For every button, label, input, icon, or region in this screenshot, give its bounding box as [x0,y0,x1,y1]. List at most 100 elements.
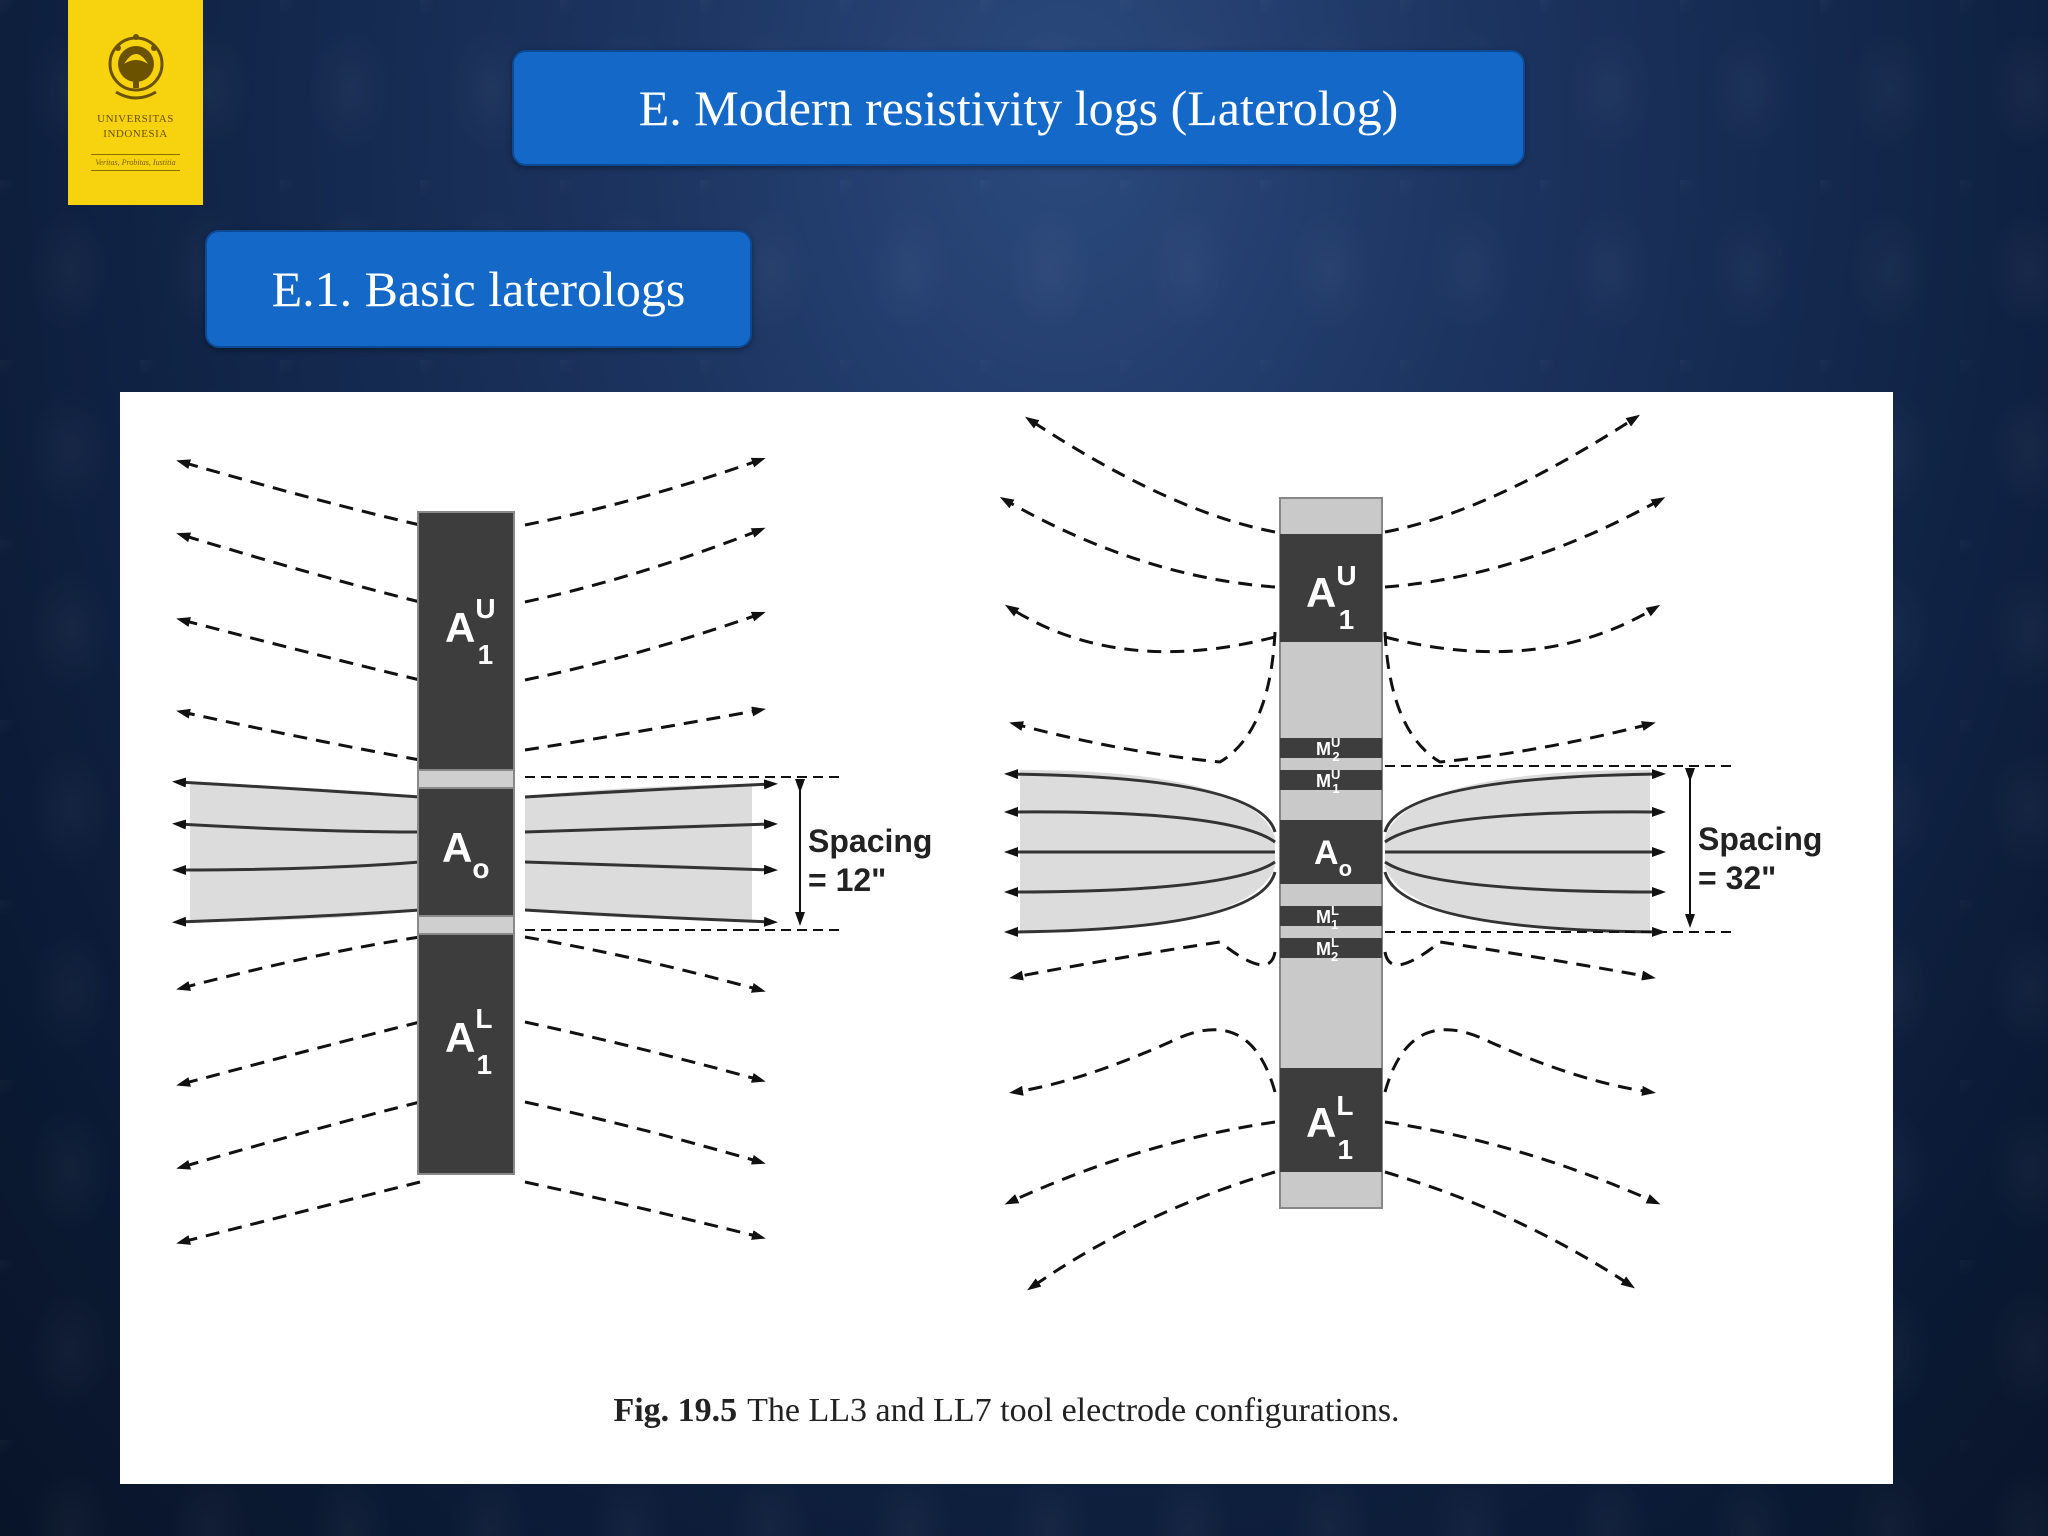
ll7-m2u-sub: 2 [1332,749,1339,764]
ll7-field-line [999,497,1276,589]
ll3-field-line [176,1180,421,1245]
ll7-center-sub: o [1339,856,1352,881]
caption-text: The LL3 and LL7 tool electrode configura… [747,1392,1400,1429]
ll3-field-line [176,708,421,762]
ll7-field-line [1384,414,1641,534]
ll7-upper-label: A [1306,569,1336,616]
ll3-current-line [172,777,421,799]
ll3-current-line [524,779,778,799]
ll3-center-label: A [442,824,472,871]
ll3-lower-electrode [417,933,515,1175]
ll3-field-line [524,611,766,682]
ll3-upper-label: A [445,604,475,651]
ll3-upper-sup: U [475,593,495,624]
caption-label: Fig. 19.5 [613,1392,738,1429]
slide-subtitle: E.1. Basic laterologs [205,230,752,348]
ll7-field-line [1383,631,1656,764]
ll7-m2u-label: M [1316,739,1331,759]
ll7-field-line [1004,604,1276,654]
logo-line-2: INDONESIA [103,128,168,140]
ll3-upper-electrode [417,511,515,771]
ll7-field-line [1024,416,1276,534]
ll3-current-sheet-right [525,784,752,920]
ll3-current-line [524,860,778,875]
ll3-insulator [417,769,515,789]
ll7-lower-electrode [1280,1068,1382,1172]
ll7-m2l-sup: L [1331,935,1339,950]
ll7-spacing-value: = 32" [1698,860,1776,896]
ll3-field-line [524,1180,766,1240]
ll3-field-line [176,617,421,682]
ll7-field-line [1009,631,1277,764]
svg-text:ML2: ML2 [1316,935,1339,964]
ll3-center-electrode [417,787,515,917]
ll7-m1l-sub: 1 [1331,917,1338,932]
svg-text:AL1: AL1 [445,1003,492,1080]
ll3-insulator [417,915,515,935]
ll7-m1u-label: M [1316,771,1331,791]
svg-text:AU1: AU 1 [445,593,496,670]
ll3-current-line [524,819,778,834]
ll7-upper-sub: 1 [1339,604,1355,635]
ll7-lower-sup: L [1336,1090,1353,1121]
ll3-field-line [176,1100,421,1170]
ll7-m1l-sup: L [1331,903,1339,918]
ll7-m1u-sub: 1 [1332,781,1339,796]
ll3-lower-label: A [445,1014,475,1061]
ll7-spacing-label: Spacing [1698,821,1822,857]
ll7-current-line [1384,806,1666,844]
makara-emblem-icon [108,34,163,100]
ll7-upper-sup: U [1336,560,1356,591]
svg-text:ML1: ML1 [1316,903,1339,932]
ll7-current-line [1384,860,1666,897]
svg-text:MU1: MU1 [1316,767,1340,796]
ll3-current-line [524,908,778,927]
ll3-upper-sub: 1 [478,639,494,670]
ll3-center-sub: o [472,853,489,884]
logo-line-1: UNIVERSITAS [97,113,174,125]
ll7-m1u-sup: U [1331,767,1340,782]
ll3-current-line [172,860,421,875]
ll7-lower-sub: 1 [1337,1134,1353,1165]
ll3-spacing-value: = 12" [808,862,886,898]
ll3-field-line [176,935,421,991]
svg-text:Ao: Ao [442,824,489,884]
ll7-field-line [1383,940,1656,981]
ll7-current-line [1004,769,1277,833]
ll7-m2l-label: M [1316,939,1331,959]
ll7-center-label: A [1314,834,1339,872]
svg-text:AL1: AL 1 [1306,1090,1353,1165]
ll7-upper-electrode [1280,534,1382,642]
ll7-current-line [1004,806,1276,844]
university-logo: UNIVERSITAS INDONESIA Veritas, Probitas,… [68,0,203,205]
ll7-current-line [1383,769,1666,833]
ll7-center-electrode [1280,820,1382,884]
svg-text:MU2: MU2 [1316,735,1340,764]
ll3-field-line [524,706,766,752]
ll3-field-line [524,1020,766,1083]
ll3-field-line [524,457,766,527]
ll7-current-line [1004,871,1277,937]
ll3-current-sheet [190,784,420,922]
ll7-field-line [1384,1120,1661,1205]
ll3-field-line [524,527,766,604]
ll7-m1l-electrode [1280,906,1382,926]
ll3-current-line [172,908,421,927]
ll7-field-line [1004,1120,1276,1205]
ll7-field-line [1383,1028,1656,1096]
ll3-field-line [176,459,421,527]
ll7-field-line [1009,1028,1277,1096]
ll7-lower-label: A [1306,1099,1336,1146]
ll7-m2u-sup: U [1331,735,1340,750]
ll7-m2l-electrode [1280,938,1382,958]
ll7-field-line [1384,604,1661,654]
ll7-m2l-sub: 2 [1331,949,1338,964]
ll7-m1l-label: M [1316,907,1331,927]
ll3-field-line [524,1100,766,1165]
ll3-field-line [176,532,421,604]
